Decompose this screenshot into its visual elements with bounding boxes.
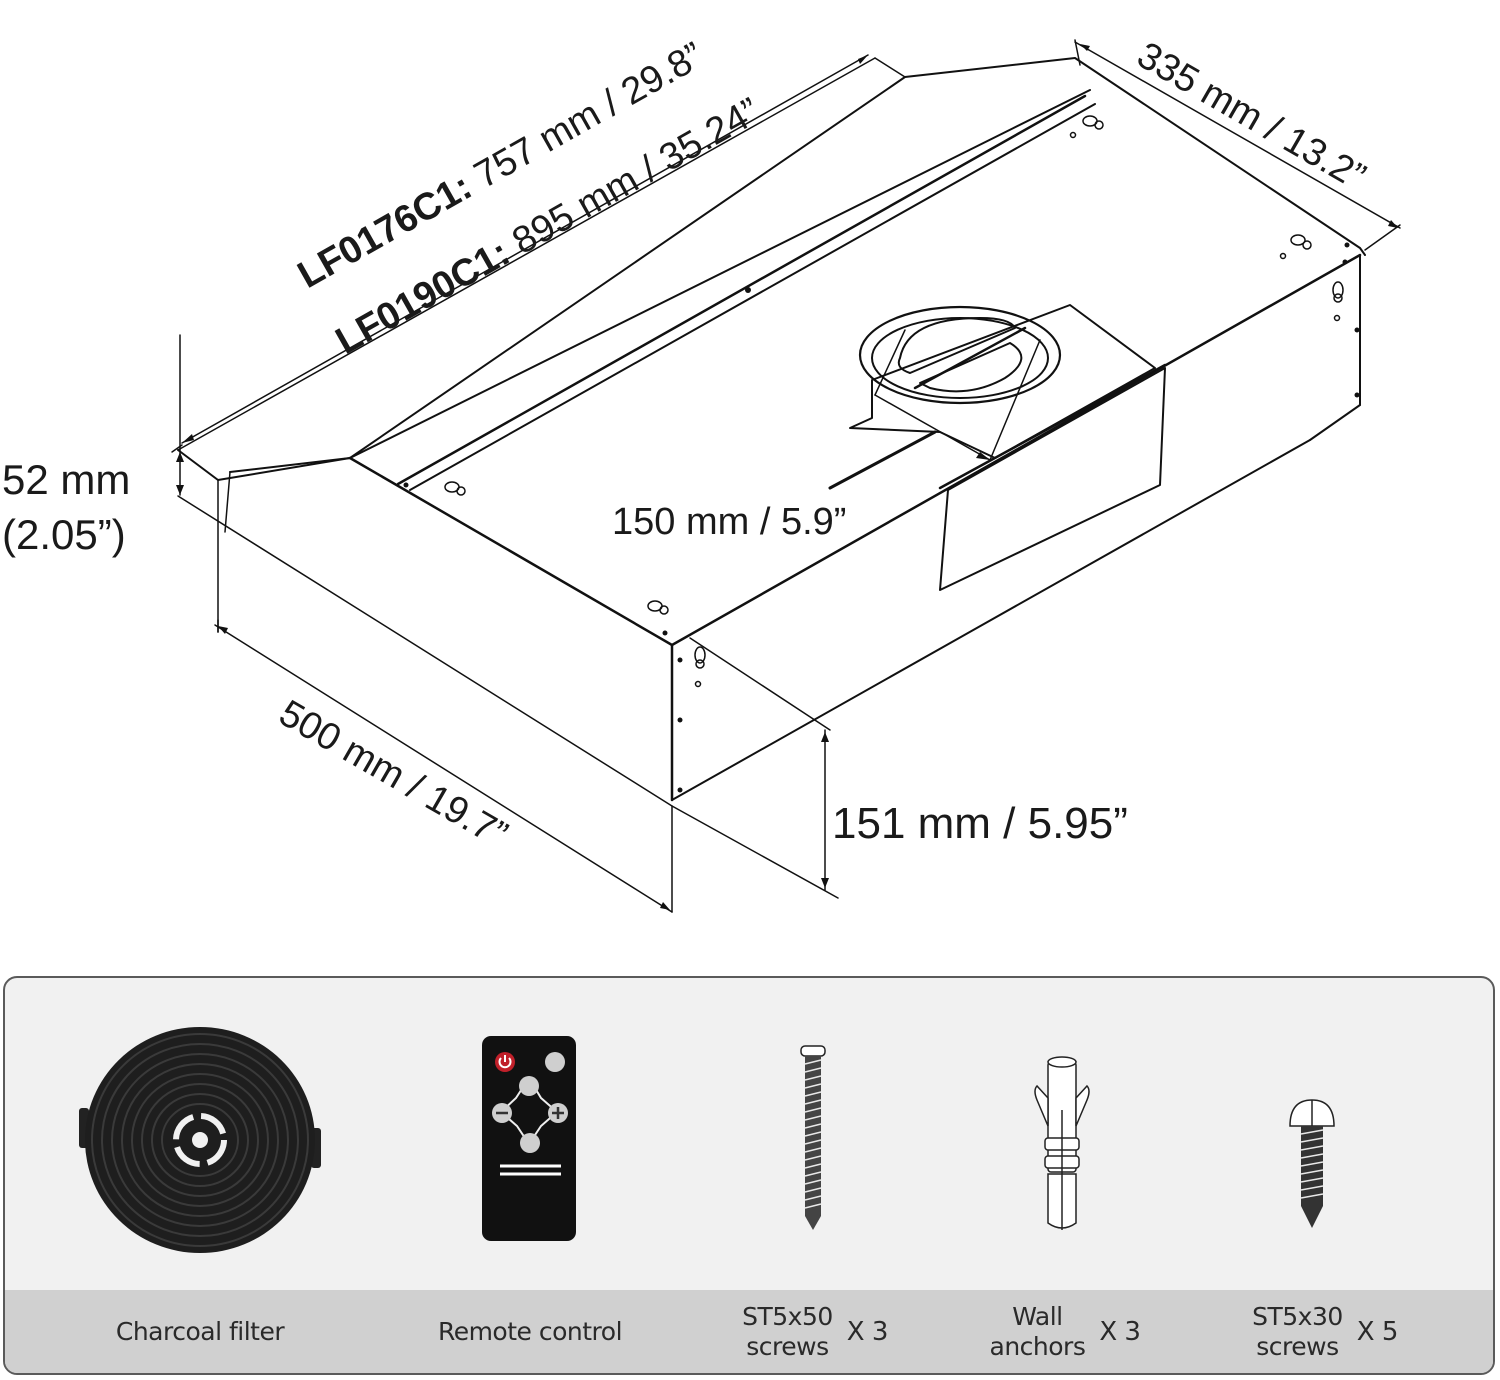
accessory-charcoal-filter: Charcoal filter <box>5 978 395 1373</box>
st5x30-label-line2: screws <box>1256 1331 1339 1361</box>
charcoal-filter-icon <box>79 1027 321 1253</box>
duct-diameter-label: 150 mm / 5.9” <box>612 501 847 543</box>
accessory-st5x50-screws: ST5x50 screws X 3 <box>685 978 945 1373</box>
accessories-panel: Charcoal filter <box>3 976 1495 1375</box>
accessory-st5x30-screws: ST5x30 screws X 5 <box>1195 978 1455 1373</box>
accessory-remote-control: Remote control <box>335 978 725 1373</box>
light-button-icon <box>545 1052 565 1072</box>
accessory-wall-anchors: Wall anchors X 3 <box>945 978 1185 1373</box>
lip-height-label: 52 mm (2.05”) <box>2 453 130 562</box>
short-screw-icon <box>1289 1099 1335 1228</box>
st5x50-label-line2: screws <box>746 1331 829 1361</box>
lip-height-mm: 52 mm <box>2 456 131 503</box>
wall-anchor-quantity: X 3 <box>1099 1316 1141 1347</box>
lip-height-in: (2.05”) <box>2 510 126 558</box>
timer-button-icon <box>520 1133 540 1153</box>
range-hood-diagram: LF0176C1: 757 mm / 29.8” LF0190C1: 895 m… <box>2 34 1401 913</box>
fan-button-icon <box>519 1076 539 1096</box>
range-hood-drawing <box>171 39 1401 913</box>
st5x30-label-line1: ST5x30 <box>1252 1301 1343 1331</box>
charcoal-filter-label: Charcoal filter <box>115 1317 285 1346</box>
wall-anchor-label-line1: Wall <box>1012 1301 1063 1331</box>
remote-control-label: Remote control <box>437 1317 623 1346</box>
st5x50-label-line1: ST5x50 <box>742 1301 833 1331</box>
wall-anchor-icon <box>1034 1056 1090 1230</box>
caption-bar <box>5 1290 1493 1373</box>
wall-anchor-label-line2: anchors <box>989 1331 1086 1361</box>
long-screw-icon <box>800 1045 826 1230</box>
remote-control-icon <box>482 1036 576 1241</box>
body-height-label: 151 mm / 5.95” <box>832 799 1128 848</box>
st5x30-quantity: X 5 <box>1356 1316 1399 1347</box>
st5x50-quantity: X 3 <box>846 1316 889 1347</box>
